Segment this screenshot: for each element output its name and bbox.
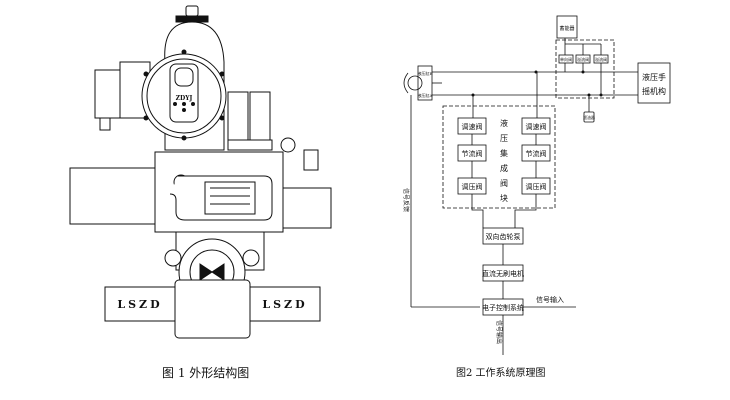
nameplate (204, 181, 256, 215)
controller-label: 电子控制系统 (482, 303, 524, 312)
right-fitting (303, 149, 319, 171)
manual-label-2: 摇机构 (642, 86, 666, 96)
svg-text:成: 成 (500, 163, 508, 173)
left-valve-label-2: 节流阀 (462, 149, 483, 158)
signal-input-label: 信号输入 (536, 295, 564, 304)
display-window (174, 67, 194, 87)
filter-box (583, 111, 595, 123)
terminal-block-1 (227, 91, 249, 141)
cylinder-piston (407, 75, 423, 91)
right-valve-label-1: 调速阀 (526, 122, 547, 131)
top-knob (185, 5, 199, 17)
pressure-gauge (280, 137, 296, 153)
relief-valve-label-2: 溢流阀 (595, 56, 607, 62)
accumulator-box (556, 15, 578, 39)
right-lug (242, 249, 260, 267)
junction-dots (471, 70, 603, 97)
butterfly-icon (199, 263, 225, 281)
check-valve-label: 单向阀 (560, 56, 572, 62)
svg-text:液: 液 (500, 118, 508, 128)
signal-output-label: 信号输出 (495, 320, 503, 344)
manual-label-1: 液压手 (642, 72, 666, 82)
svg-text:阀: 阀 (500, 179, 508, 188)
figure2-caption: 图2 工作系统原理图 (456, 368, 546, 379)
cylinder-a-label: 液压缸A (418, 92, 433, 98)
actuator-drawing (69, 5, 332, 339)
valve-block (282, 187, 332, 229)
right-pipe (249, 286, 321, 322)
relief-valve-label-1: 溢流阀 (577, 56, 589, 62)
pump-label: 双向齿轮泵 (486, 232, 521, 241)
accumulator-group (555, 39, 615, 99)
motor-housing (69, 167, 156, 225)
signal-feedback-label: 信号反馈 (402, 188, 410, 212)
svg-text:块: 块 (500, 193, 508, 203)
left-valve-label-3: 调压阀 (462, 182, 483, 191)
left-valve-label-1: 调速阀 (462, 122, 483, 131)
figure1-caption: 图 1 外形结构图 (162, 366, 250, 380)
top-cap (175, 15, 209, 23)
left-pipe (104, 286, 176, 322)
schematic (403, 15, 671, 355)
left-lug (164, 249, 182, 267)
filter-label: 滤油器 (583, 114, 595, 120)
manual-mechanism-box (637, 62, 671, 104)
block-title: 液 压 集 成 阀 块 (500, 118, 508, 203)
valve-body (174, 279, 251, 339)
cylinder-b-label: 液压缸B (418, 70, 433, 76)
cable-gland (99, 117, 111, 131)
rotation-arrow-icon (403, 72, 409, 94)
motor-label: 直流无刷电机 (482, 269, 524, 278)
valve-block-group (442, 105, 556, 209)
brand-left: LSZD (117, 298, 162, 311)
right-valve-label-3: 调压阀 (526, 182, 547, 191)
svg-text:集: 集 (500, 148, 508, 158)
check-valve-box (558, 54, 574, 64)
terminal-block-2 (249, 91, 271, 141)
right-valve-label-2: 节流阀 (526, 149, 547, 158)
svg-text:压: 压 (500, 134, 508, 143)
accumulator-label: 蓄能器 (559, 25, 574, 32)
brand-right: LSZD (262, 298, 307, 311)
terminal-base (227, 139, 273, 151)
panel-label: ZDYJ (176, 95, 193, 102)
